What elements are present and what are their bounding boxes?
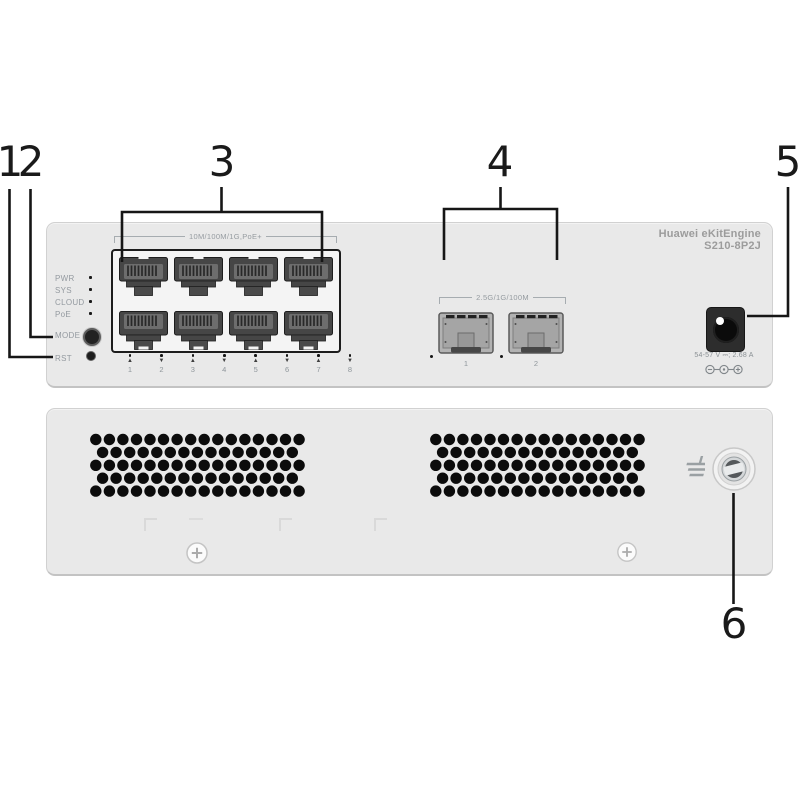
rj45-port-indicators: ▲1▼2▲3▼4▲5▼6▲7▼8 <box>115 354 365 374</box>
sfp-port-led <box>430 355 433 358</box>
port-number-label: 3 <box>190 365 195 375</box>
dc-jack-pin <box>716 317 724 325</box>
callout-6-label: 6 <box>720 599 748 648</box>
mounting-mark <box>144 518 157 531</box>
callout-3-label: 3 <box>208 137 236 186</box>
port-number-label: 7 <box>316 365 321 375</box>
mounting-mark <box>374 518 387 531</box>
port-indicator: ▼8 <box>335 354 365 374</box>
sfp-group-label: 2.5G/1G/100M <box>476 293 529 302</box>
port-led <box>191 354 195 357</box>
sfp-port-cage: 2 <box>500 312 564 368</box>
power-rating-label: 54-57 V ⎓; 2.68 A <box>694 352 754 359</box>
model-text: S210-8P2J <box>704 240 761 252</box>
rj45-port <box>228 256 279 296</box>
ventilation-grille <box>89 433 307 503</box>
rj45-group-label: 10M/100M/1G,PoE+ <box>189 232 262 241</box>
rj45-port <box>228 310 279 350</box>
sfp-port-cage: 1 <box>430 312 494 368</box>
rear-panel <box>46 408 773 576</box>
sfp-group-bracket: 2.5G/1G/100M <box>439 293 567 304</box>
port-led <box>348 354 352 357</box>
port-indicator: ▼6 <box>272 354 302 374</box>
mode-button <box>83 328 101 346</box>
uplink-arrow-icon: ▲ <box>189 358 196 365</box>
uplink-arrow-icon: ▲ <box>315 358 322 365</box>
uplink-arrow-icon: ▲ <box>252 358 259 365</box>
sfp-port-number-label: 1 <box>463 359 469 368</box>
poe-led-label: PoE <box>55 310 72 319</box>
chassis-screw <box>186 542 208 564</box>
rj45-port <box>118 256 169 296</box>
sfp-port-number-label: 2 <box>533 359 539 368</box>
rst-button <box>86 351 96 361</box>
rj45-port <box>283 256 334 296</box>
front-panel: PWR SYS CLOUD PoE MODE RST 10M/100M/1G,P… <box>46 222 773 388</box>
port-led <box>128 354 132 357</box>
callout-1-label: 1 <box>0 137 24 186</box>
sys-led-label: SYS <box>55 286 72 295</box>
cloud-led <box>89 300 92 303</box>
port-led <box>254 354 257 357</box>
bracket-line <box>265 236 337 243</box>
poe-led <box>89 312 92 315</box>
rj45-group-bracket: 10M/100M/1G,PoE+ <box>114 232 337 243</box>
port-led <box>317 354 320 357</box>
mounting-mark <box>279 518 292 531</box>
ventilation-grille <box>429 433 647 503</box>
rj45-port <box>173 310 224 350</box>
port-indicator: ▲7 <box>304 354 334 374</box>
callout-5-label: 5 <box>774 137 800 186</box>
bracket-line <box>532 297 567 304</box>
dc-power-jack <box>706 307 745 352</box>
port-number-label: 5 <box>253 365 258 375</box>
port-number-label: 1 <box>127 365 133 375</box>
ground-screw <box>712 447 756 491</box>
pwr-led <box>89 276 92 279</box>
bracket-line <box>114 236 186 243</box>
cloud-led-label: CLOUD <box>55 298 85 307</box>
port-led <box>160 354 163 357</box>
port-indicator: ▼4 <box>209 354 239 374</box>
port-number-label: 8 <box>347 365 353 375</box>
port-indicator: ▼2 <box>146 354 176 374</box>
port-led <box>285 354 289 357</box>
port-number-label: 6 <box>285 365 290 375</box>
rj45-port <box>283 310 334 350</box>
mounting-mark <box>189 518 203 520</box>
ground-symbol-icon <box>686 456 705 477</box>
callout-4-label: 4 <box>486 137 514 186</box>
port-number-label: 2 <box>159 365 164 375</box>
downlink-arrow-icon: ▼ <box>221 358 228 365</box>
callout-2-label: 2 <box>17 137 45 186</box>
downlink-arrow-icon: ▼ <box>158 358 165 365</box>
mode-button-label: MODE <box>55 331 81 340</box>
port-indicator: ▲1 <box>115 354 145 374</box>
uplink-arrow-icon: ▲ <box>127 358 133 365</box>
port-indicator: ▲3 <box>178 354 208 374</box>
brand-block: Huawei eKitEngine S210-8P2J <box>659 228 761 252</box>
downlink-arrow-icon: ▼ <box>346 358 353 365</box>
port-number-label: 4 <box>222 365 227 375</box>
brand-text: Huawei eKitEngine <box>658 228 761 240</box>
rj45-port <box>173 256 224 296</box>
sfp-port-led <box>500 355 503 358</box>
bracket-line <box>439 297 473 304</box>
pwr-led-label: PWR <box>55 274 75 283</box>
rj45-port <box>118 310 169 350</box>
sys-led <box>89 288 92 291</box>
downlink-arrow-icon: ▼ <box>284 358 291 365</box>
rj45-port-frame <box>111 249 341 353</box>
chassis-screw <box>617 542 637 562</box>
port-led <box>222 354 226 357</box>
rst-button-label: RST <box>55 354 72 363</box>
polarity-icon <box>705 364 743 375</box>
port-indicator: ▲5 <box>241 354 271 374</box>
